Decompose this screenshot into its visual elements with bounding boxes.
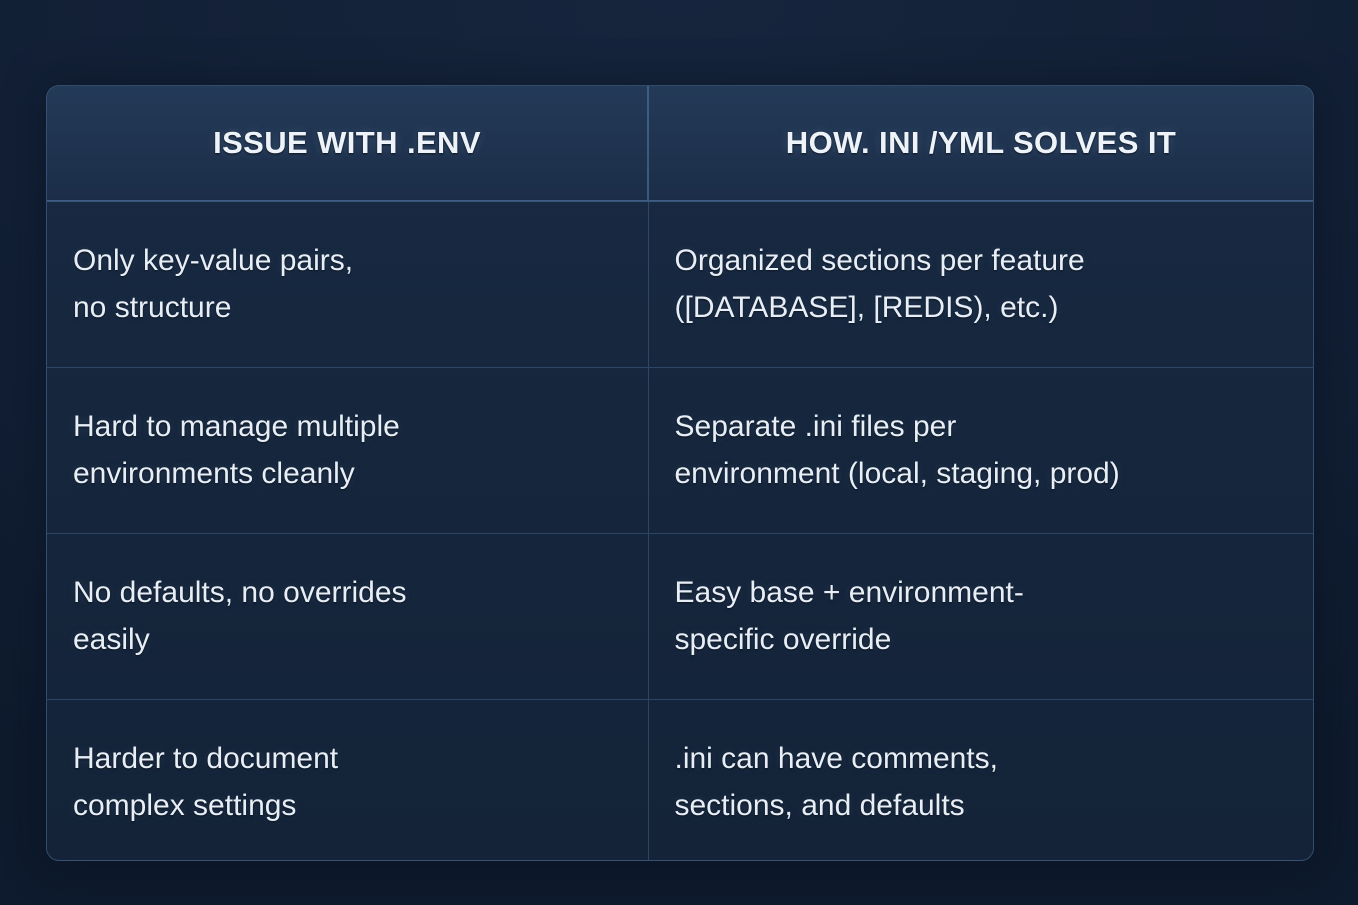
cell-issue-line-1: Hard to manage multiple (73, 410, 400, 443)
table-row: No defaults, no overrides easily Easy ba… (47, 533, 1313, 700)
table-body: Only key-value pairs, no structure Organ… (47, 201, 1313, 861)
cell-issue-line-2: complex settings (73, 788, 297, 822)
cell-solution: Easy base + environment- specific overri… (647, 533, 1313, 700)
column-header-solution: HOW. INI /YML SOLVES IT (647, 86, 1313, 202)
cell-solution-line-1: .ini can have comments, (674, 742, 998, 775)
cell-solution-line-2: ([DATABASE], [REDIS), etc.) (674, 290, 1059, 324)
cell-issue-line-2: no structure (73, 290, 232, 324)
cell-issue-line-1: No defaults, no overrides (73, 576, 407, 609)
cell-solution-line-2: environment (local, staging, prod) (674, 456, 1120, 490)
cell-solution-line-1: Separate .ini files per (674, 410, 957, 443)
cell-solution: Organized sections per feature ([DATABAS… (647, 201, 1313, 368)
column-header-issue: ISSUE WITH .ENV (47, 86, 648, 202)
table-row: Hard to manage multiple environments cle… (47, 367, 1313, 534)
cell-issue: Hard to manage multiple environments cle… (47, 367, 648, 534)
comparison-table-container: ISSUE WITH .ENV HOW. INI /YML SOLVES IT … (46, 85, 1314, 861)
cell-solution: .ini can have comments, sections, and de… (647, 699, 1313, 860)
cell-issue: No defaults, no overrides easily (47, 533, 648, 700)
cell-solution-line-2: specific override (674, 622, 892, 656)
cell-issue-line-2: environments cleanly (73, 456, 355, 490)
table-header-row: ISSUE WITH .ENV HOW. INI /YML SOLVES IT (47, 86, 1313, 202)
cell-issue: Only key-value pairs, no structure (47, 201, 648, 368)
table-header: ISSUE WITH .ENV HOW. INI /YML SOLVES IT (47, 86, 1313, 202)
cell-solution-line-2: sections, and defaults (674, 788, 965, 822)
cell-solution: Separate .ini files per environment (loc… (647, 367, 1313, 534)
comparison-table: ISSUE WITH .ENV HOW. INI /YML SOLVES IT … (47, 86, 1313, 861)
table-row: Harder to document complex settings .ini… (47, 699, 1313, 861)
cell-issue-line-2: easily (73, 622, 150, 656)
cell-solution-line-1: Easy base + environment- (674, 576, 1024, 609)
cell-issue-line-1: Harder to document (73, 742, 339, 775)
table-row: Only key-value pairs, no structure Organ… (47, 201, 1313, 368)
cell-solution-line-1: Organized sections per feature (674, 244, 1085, 277)
cell-issue: Harder to document complex settings (47, 700, 648, 861)
cell-issue-line-1: Only key-value pairs, (73, 244, 354, 277)
